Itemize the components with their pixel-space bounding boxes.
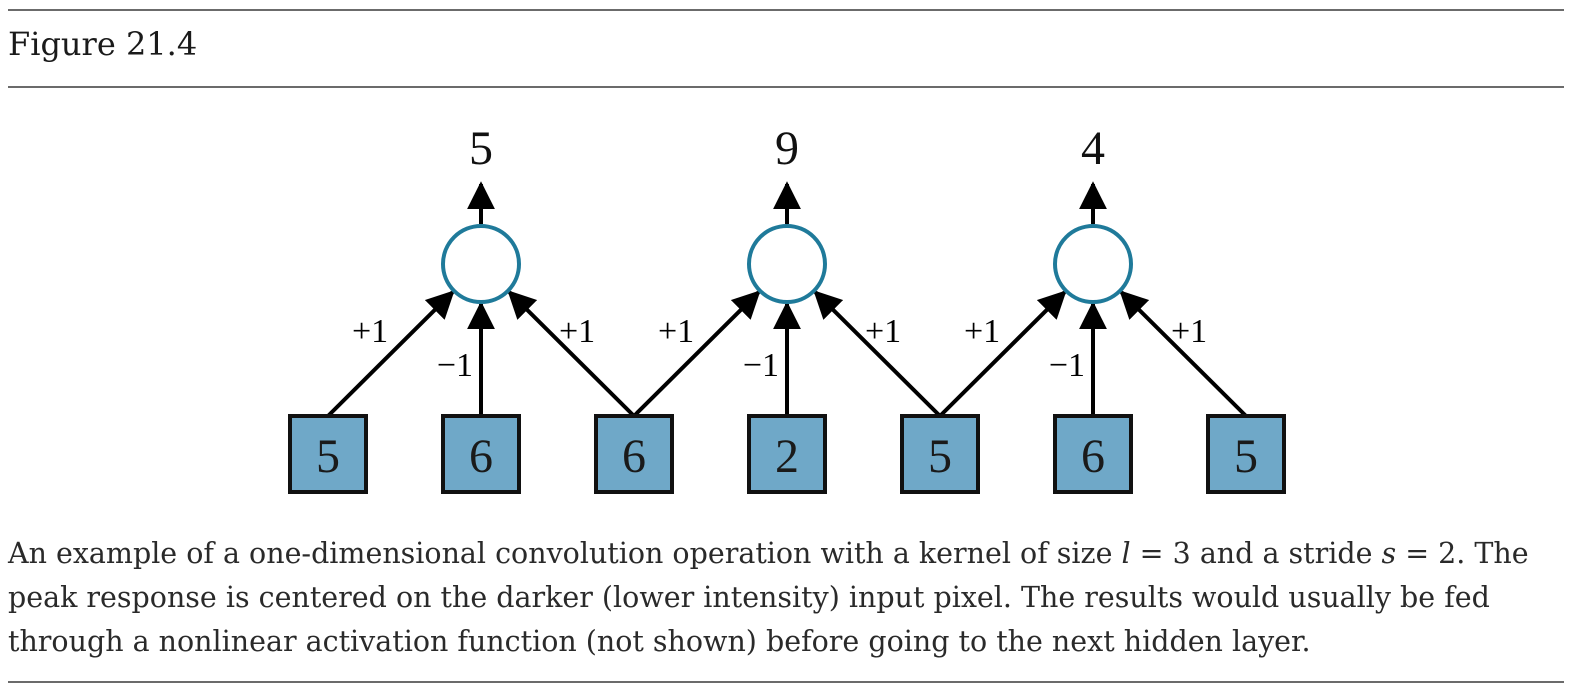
- input-pixel: [1053, 414, 1133, 494]
- convolution-diagram: 5 6 6 2 5 6 5 +1 +1 −1 5 +1 +1 −1 9 +1 +1 −1 4: [288, 122, 1286, 494]
- kernel-edge: [813, 290, 942, 418]
- input-value: 6: [1081, 430, 1105, 483]
- weight-label-center: −1: [743, 347, 779, 384]
- input-value: 2: [775, 430, 799, 483]
- caption-rest: The peak response is centered on the dar…: [8, 537, 1529, 658]
- top-rule: [8, 9, 1564, 11]
- hidden-neuron: [441, 224, 521, 304]
- kernel-edge: [632, 290, 761, 418]
- weight-label-center: −1: [1049, 347, 1085, 384]
- input-value: 6: [622, 430, 646, 483]
- caption-stride-eq: = 2.: [1396, 537, 1466, 570]
- kernel-edge: [1119, 290, 1248, 418]
- kernel-variable: l: [1121, 537, 1131, 570]
- input-value: 6: [469, 430, 493, 483]
- weight-label-right: +1: [1171, 313, 1207, 350]
- weight-label-center: −1: [437, 347, 473, 384]
- input-pixel: [441, 414, 521, 494]
- figure-caption: An example of a one-dimensional convolut…: [8, 532, 1564, 664]
- caption-prefix: An example of a one-dimensional convolut…: [8, 537, 1122, 570]
- kernel-edge: [938, 290, 1067, 418]
- output-value: 5: [469, 122, 493, 175]
- weight-label-right: +1: [559, 313, 595, 350]
- kernel-edge: [326, 290, 455, 418]
- hidden-neuron: [1053, 224, 1133, 304]
- output-value: 9: [775, 122, 799, 175]
- weight-label-right: +1: [865, 313, 901, 350]
- input-pixel: [900, 414, 980, 494]
- figure-title: Figure 21.4: [8, 25, 198, 63]
- bottom-rule: [8, 681, 1564, 683]
- weight-label-left: +1: [352, 313, 388, 350]
- input-pixel: [288, 414, 368, 494]
- kernel-edge: [507, 290, 636, 418]
- input-pixel: [1206, 414, 1286, 494]
- input-pixel: [594, 414, 674, 494]
- input-value: 5: [316, 430, 340, 483]
- hidden-neuron: [747, 224, 827, 304]
- input-value: 5: [1234, 430, 1258, 483]
- output-value: 4: [1081, 122, 1105, 175]
- stride-variable: s: [1381, 537, 1397, 570]
- weight-label-left: +1: [658, 313, 694, 350]
- input-pixel: [747, 414, 827, 494]
- title-rule: [8, 86, 1564, 88]
- weight-label-left: +1: [964, 313, 1000, 350]
- input-value: 5: [928, 430, 952, 483]
- caption-kernel-eq: = 3 and a stride: [1130, 537, 1382, 570]
